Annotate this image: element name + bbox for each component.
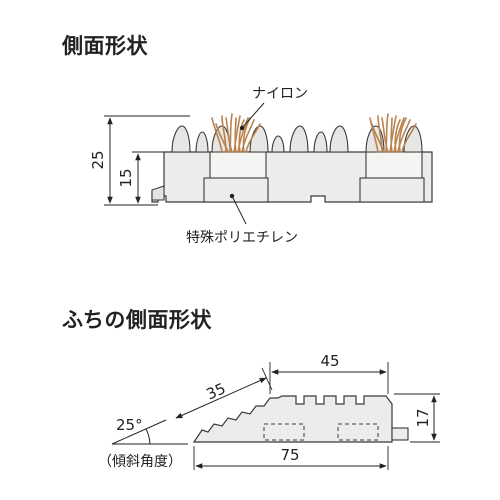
base-slot-left [203, 177, 269, 203]
edge-profile-title: ふちの側面形状 [62, 308, 212, 332]
nylon-pocket-left [209, 151, 267, 181]
angle-caption: （傾斜角度） [98, 454, 182, 470]
dim-base-height: 15 [117, 168, 135, 187]
angle-slope-line [111, 419, 167, 445]
dim-total-height: 25 [89, 150, 107, 169]
leader-pe [231, 195, 247, 225]
edge-connector-tab [391, 427, 409, 441]
nylon-tuft-right [369, 113, 417, 153]
label-polyethylene: 特殊ポリエチレン [186, 230, 298, 246]
edge-profile-drawing: 45 35 17 75 25° （傾斜角度） [98, 352, 440, 470]
angle-arc [145, 428, 151, 445]
edge-body [192, 395, 393, 443]
leader-nylon [241, 102, 265, 129]
side-profile-drawing: ナイロン 特殊ポリエチレン 25 15 [89, 86, 433, 246]
dim-slope-length: 35 [204, 379, 229, 403]
dim-top-length: 45 [320, 352, 339, 370]
side-profile-title: 側面形状 [62, 34, 148, 58]
dim-bottom-length: 75 [280, 446, 299, 464]
label-nylon: ナイロン [252, 86, 308, 102]
dim35-line [175, 377, 267, 419]
leader-nylon-dot [239, 125, 245, 131]
mat-left-hook [151, 185, 165, 201]
nylon-pocket-right [365, 151, 423, 181]
angle-value: 25° [116, 416, 143, 434]
dim35-ext [261, 367, 273, 391]
base-slot-right [359, 177, 425, 203]
dim-height: 17 [414, 408, 432, 427]
